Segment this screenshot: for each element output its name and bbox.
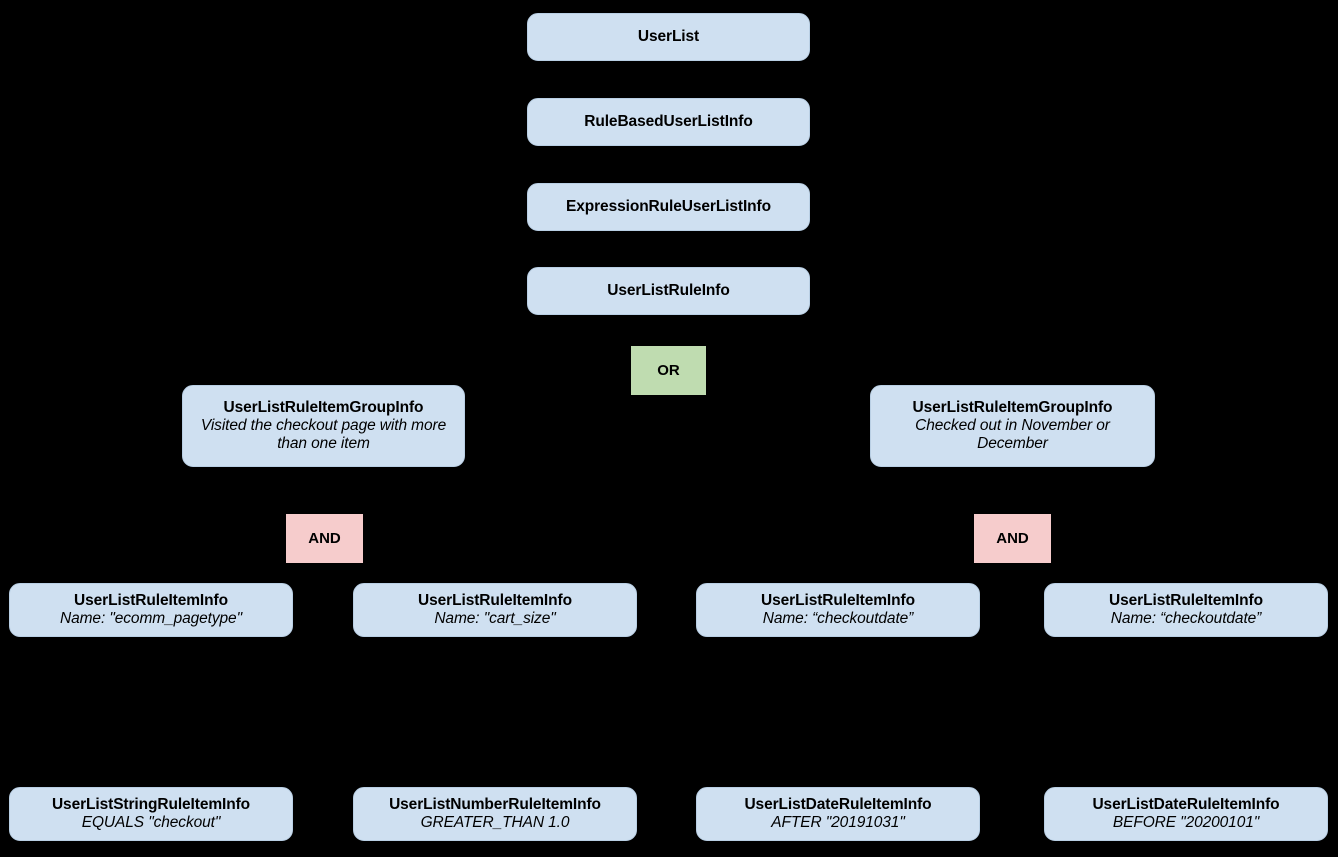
edge-or-to-group-right bbox=[738, 370, 997, 387]
node-expression-rule-user-list-info[interactable]: ExpressionRuleUserListInfo bbox=[527, 183, 810, 231]
node-subtitle: GREATER_THAN 1.0 bbox=[420, 814, 570, 831]
node-rule-item-3[interactable]: UserListRuleItemInfo Name: “checkoutdate… bbox=[696, 583, 980, 637]
node-subtitle: AFTER "20191031" bbox=[771, 814, 905, 831]
node-subtitle: Name: “checkoutdate” bbox=[1110, 610, 1262, 627]
node-title: UserList bbox=[637, 27, 700, 45]
node-group-left[interactable]: UserListRuleItemGroupInfo Visited the ch… bbox=[182, 385, 465, 467]
node-or-operator[interactable]: OR bbox=[631, 346, 706, 395]
node-rule-based-user-list-info[interactable]: RuleBasedUserListInfo bbox=[527, 98, 810, 146]
arrowhead-expression bbox=[663, 173, 675, 183]
node-title: UserListRuleItemInfo bbox=[1109, 591, 1263, 609]
node-leaf-string-rule-item[interactable]: UserListStringRuleItemInfo EQUALS "check… bbox=[9, 787, 293, 841]
node-subtitle: Checked out in November or December bbox=[915, 416, 1110, 453]
node-subtitle: Name: “checkoutdate” bbox=[762, 610, 914, 627]
node-title: UserListRuleItemInfo bbox=[761, 591, 915, 609]
node-and-operator-left[interactable]: AND bbox=[286, 514, 363, 563]
arrowhead-ruleinfo bbox=[663, 257, 675, 267]
node-title: UserListStringRuleItemInfo bbox=[51, 795, 251, 813]
node-subtitle: EQUALS "checkout" bbox=[81, 814, 221, 831]
node-title: UserListNumberRuleItemInfo bbox=[389, 795, 601, 813]
edge-and-right-to-item3 bbox=[837, 537, 974, 583]
node-title: UserListRuleItemInfo bbox=[74, 591, 228, 609]
node-title: UserListDateRuleItemInfo bbox=[1092, 795, 1280, 813]
node-leaf-date-rule-item-after[interactable]: UserListDateRuleItemInfo AFTER "20191031… bbox=[696, 787, 980, 841]
node-leaf-number-rule-item[interactable]: UserListNumberRuleItemInfo GREATER_THAN … bbox=[353, 787, 637, 841]
operator-label: OR bbox=[657, 361, 680, 379]
node-subtitle: BEFORE "20200101" bbox=[1112, 814, 1260, 831]
node-rule-item-2[interactable]: UserListRuleItemInfo Name: "cart_size" bbox=[353, 583, 637, 637]
node-title: UserListRuleItemGroupInfo bbox=[223, 398, 424, 416]
node-group-right[interactable]: UserListRuleItemGroupInfo Checked out in… bbox=[870, 385, 1155, 467]
edge-and-left-to-item2 bbox=[363, 537, 496, 583]
node-title: UserListRuleItemInfo bbox=[418, 591, 572, 609]
node-user-list[interactable]: UserList bbox=[527, 13, 810, 61]
operator-label: AND bbox=[308, 529, 341, 547]
edge-and-right-to-item4 bbox=[1051, 537, 1187, 583]
node-subtitle: Visited the checkout page with more than… bbox=[200, 416, 447, 453]
edge-and-left-to-item1 bbox=[150, 537, 286, 583]
node-rule-item-4[interactable]: UserListRuleItemInfo Name: “checkoutdate… bbox=[1044, 583, 1328, 637]
edge-or-to-group-left bbox=[339, 370, 600, 387]
arrowhead-rulebased bbox=[663, 88, 675, 98]
node-subtitle: Name: "cart_size" bbox=[434, 610, 556, 627]
node-title: UserListRuleInfo bbox=[607, 281, 730, 299]
operator-label: AND bbox=[996, 529, 1029, 547]
node-and-operator-right[interactable]: AND bbox=[974, 514, 1051, 563]
node-subtitle: Name: "ecomm_pagetype" bbox=[60, 610, 242, 627]
node-title: RuleBasedUserListInfo bbox=[584, 112, 753, 130]
node-title: ExpressionRuleUserListInfo bbox=[566, 197, 771, 215]
node-user-list-rule-info[interactable]: UserListRuleInfo bbox=[527, 267, 810, 315]
node-title: UserListDateRuleItemInfo bbox=[744, 795, 932, 813]
node-title: UserListRuleItemGroupInfo bbox=[912, 398, 1113, 416]
node-leaf-date-rule-item-before[interactable]: UserListDateRuleItemInfo BEFORE "2020010… bbox=[1044, 787, 1328, 841]
node-rule-item-1[interactable]: UserListRuleItemInfo Name: "ecomm_pagety… bbox=[9, 583, 293, 637]
